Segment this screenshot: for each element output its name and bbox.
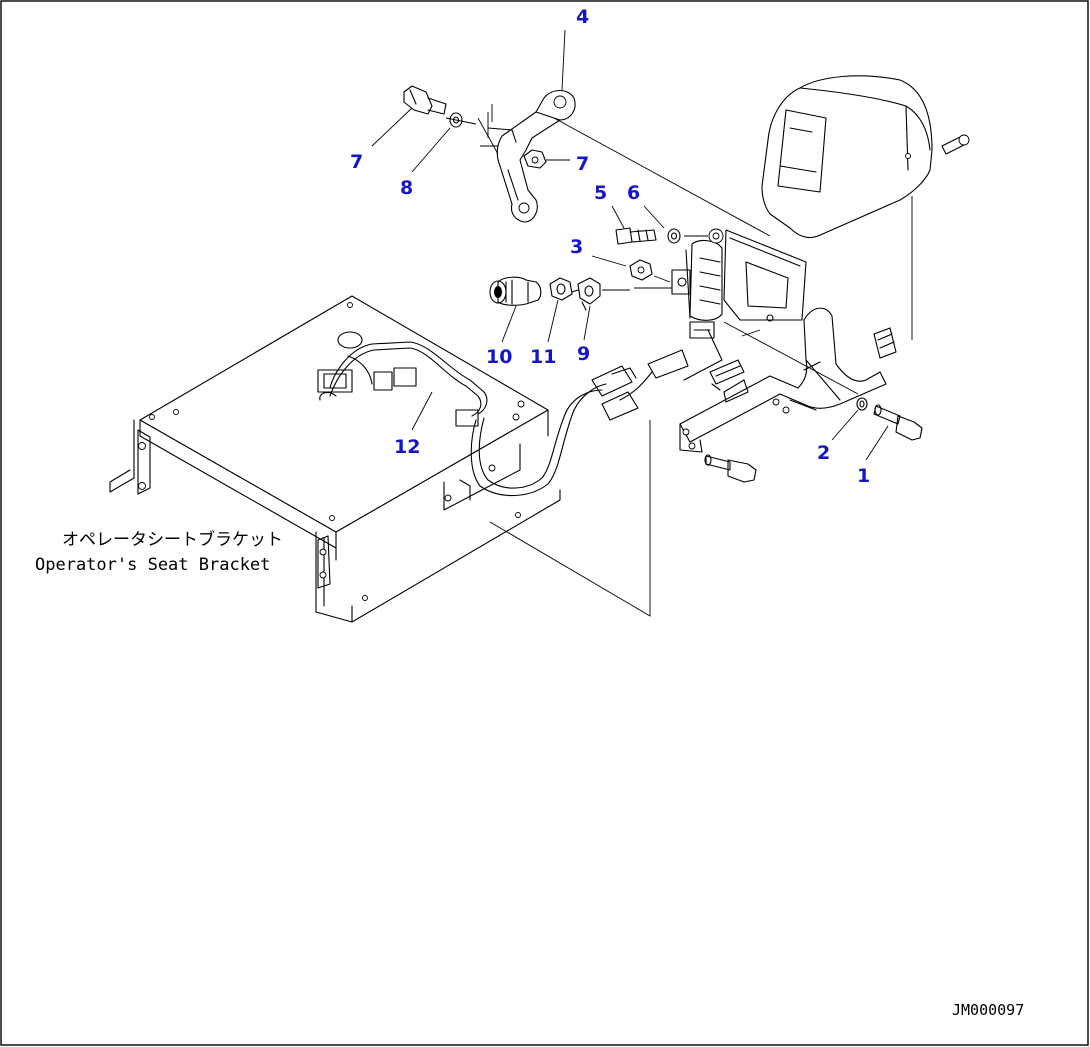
switch-box [671, 228, 807, 381]
drawing-code: JM000097 [952, 1001, 1024, 1019]
assembly-lines [489, 117, 913, 617]
callout-5: 5 [594, 182, 607, 204]
callout-7a: 7 [350, 151, 363, 173]
callout-10: 10 [486, 346, 512, 368]
bracket-4 [477, 89, 576, 223]
nut-11 [549, 277, 573, 301]
nut-3 [629, 259, 671, 283]
callout-4: 4 [576, 6, 589, 28]
bolt-lower [704, 454, 757, 483]
bolt-7 [403, 85, 447, 115]
washer-6 [667, 228, 708, 244]
caption-japanese: オペレータシートブラケット [62, 529, 283, 550]
callout-12: 12 [394, 436, 420, 458]
seat-bracket-plate [109, 295, 561, 623]
washer-2 [856, 397, 868, 411]
armrest-cover [761, 75, 970, 239]
washer-8 [445, 112, 477, 128]
leader-lines [371, 29, 889, 461]
callouts: 4 7 8 7 5 6 3 10 11 9 12 2 1 [350, 6, 870, 487]
callout-6: 6 [627, 182, 640, 204]
screw-5 [615, 227, 657, 245]
callout-9: 9 [577, 343, 590, 365]
caption-english: Operator's Seat Bracket [35, 555, 270, 575]
lower-bracket [679, 307, 897, 453]
washer-9 [571, 277, 630, 311]
switch-10 [489, 276, 542, 306]
callout-8: 8 [400, 177, 413, 199]
callout-3: 3 [570, 236, 583, 258]
callout-2: 2 [817, 442, 830, 464]
callout-1: 1 [857, 465, 870, 487]
callout-7b: 7 [576, 153, 589, 175]
callout-11: 11 [530, 346, 556, 368]
nut-7 [523, 149, 547, 169]
wiring-harness [317, 331, 689, 497]
bolt-1 [873, 404, 923, 441]
